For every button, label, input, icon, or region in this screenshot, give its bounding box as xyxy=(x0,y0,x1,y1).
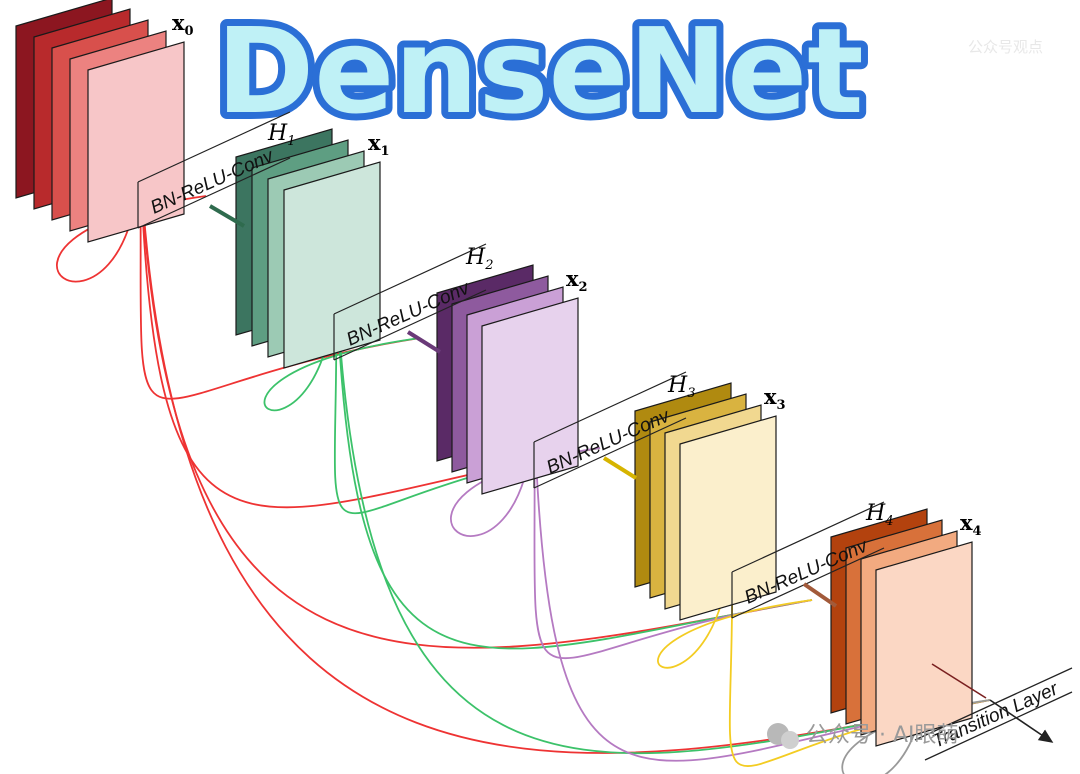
wechat-icon-secondary xyxy=(781,731,799,749)
layer-H2-arrow xyxy=(406,330,442,354)
feature-map-blocks: x0 x1 x2 x3 x4 xyxy=(15,0,982,747)
layer-H3-symbol: H3 xyxy=(667,373,695,401)
stage-x0-sheet-5 xyxy=(87,41,185,243)
stage-x3: x3 xyxy=(634,382,786,621)
stage-x0-label: x0 xyxy=(172,10,194,39)
stage-x4: x4 xyxy=(830,508,982,747)
layer-H3-bracket-bottom xyxy=(533,417,687,489)
title-text: DenseNet xyxy=(216,2,863,140)
connection-x0-to-x3 xyxy=(139,149,601,509)
layer-H3-bracket-top xyxy=(533,371,687,443)
connection-x1-to-transition xyxy=(335,269,991,755)
watermark: 公众号 · AI眼萌 xyxy=(767,723,959,749)
stage-x0: x0 xyxy=(15,0,194,243)
layer-H4-arrow xyxy=(802,582,838,608)
watermark-text: 公众号 · AI眼萌 xyxy=(806,723,959,748)
connection-x2-to-x4 xyxy=(533,405,813,660)
watermark-top: 公众号观点 xyxy=(968,38,1043,56)
layer-H4-bracket-top xyxy=(731,501,885,573)
connection-x1-to-x4 xyxy=(335,269,813,650)
layer-H2-bracket-top xyxy=(333,243,487,315)
layer-H1-symbol: H1 xyxy=(267,121,295,149)
stage-x4-label: x4 xyxy=(960,510,982,539)
layer-H2-symbol: H2 xyxy=(465,245,493,273)
stage-x1-label: x1 xyxy=(368,130,390,159)
layer-H3-arrow xyxy=(602,456,638,480)
layer-H1-bracket-top xyxy=(137,111,291,183)
stage-x4-sheet-4 xyxy=(875,541,973,747)
stage-x1-sheet-4 xyxy=(283,161,381,369)
title: DenseNet DenseNet xyxy=(209,0,870,147)
title-outline: DenseNet xyxy=(216,2,863,140)
stage-x2-label: x2 xyxy=(566,266,588,295)
stage-x2: x2 xyxy=(436,264,588,495)
layer-H1-bracket-bottom xyxy=(137,157,291,229)
connection-x0-to-transition xyxy=(139,149,991,754)
layer-H2-bracket-bottom xyxy=(333,289,487,361)
layer-H4-symbol: H4 xyxy=(865,501,893,529)
transition-line-top xyxy=(914,667,1073,741)
stage-x3-sheet-4 xyxy=(679,415,777,621)
layer-H1-arrow xyxy=(208,204,246,228)
connection-x2-to-transition xyxy=(533,405,991,762)
transition-line-bottom xyxy=(924,691,1073,761)
stage-x2-sheet-4 xyxy=(481,297,579,495)
transition-arrow xyxy=(989,699,1054,743)
stage-x3-label: x3 xyxy=(764,384,786,413)
layer-H4-bracket-bottom xyxy=(731,547,885,619)
stage-x1: x1 xyxy=(235,128,390,369)
x4-output-arrow xyxy=(931,663,987,699)
